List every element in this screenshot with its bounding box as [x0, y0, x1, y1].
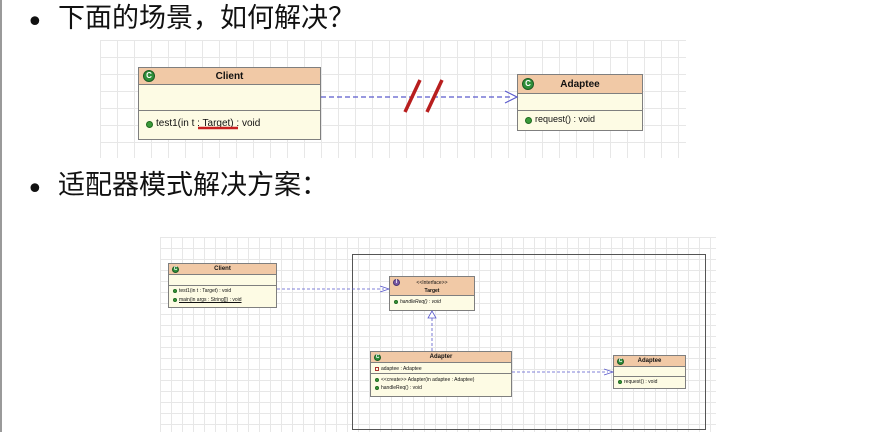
adapter-attributes: adaptee : Adaptee — [371, 363, 511, 374]
bullet-dot-1: • — [26, 5, 44, 40]
public-method-icon — [146, 121, 153, 128]
adapter-operations: <<create>> Adapter(in adaptee : Adaptee)… — [371, 374, 511, 396]
target-stereotype: <<Interface>> — [416, 280, 448, 286]
public-method-icon — [173, 289, 177, 293]
class-icon: C — [143, 70, 155, 82]
adaptee2-method: request() : void — [624, 379, 658, 385]
client2-method-main: main(in args : String[]) : void — [179, 297, 242, 303]
client2-operations: test1(in t : Target) : void main(in args… — [169, 286, 276, 307]
adapter-field: adaptee : Adaptee — [381, 366, 422, 372]
client2-attributes — [169, 275, 276, 286]
adaptee2-attributes — [614, 367, 685, 377]
adapter-constructor: <<create>> Adapter(in adaptee : Adaptee) — [381, 377, 475, 383]
adaptee2-class-name: Adaptee — [637, 358, 662, 364]
adapter-method: handleReq() : void — [381, 385, 422, 391]
client2-class-name: Client — [214, 266, 231, 272]
class-icon: C — [172, 266, 179, 273]
diagram2-adaptee-class: C Adaptee request() : void — [613, 355, 686, 389]
client-attributes — [139, 85, 320, 111]
diagram2-target-interface: I <<Interface>> Target handleReq() : voi… — [389, 276, 475, 311]
public-method-icon — [618, 380, 622, 384]
adapter-class-name: Adapter — [429, 354, 453, 360]
target-operations: handleReq() : void — [390, 296, 474, 310]
diagram2-canvas — [160, 237, 716, 432]
heading-problem: 下面的场景，如何解决？ — [58, 3, 355, 34]
public-method-icon — [375, 386, 379, 390]
client2-method-test1: test1(in t : Target) : void — [179, 288, 232, 294]
dependency-arrowhead — [504, 90, 519, 104]
diagram1-adaptee-class: C Adaptee request() : void — [517, 74, 643, 131]
constructor-icon — [375, 378, 379, 382]
class-icon: C — [374, 354, 381, 361]
static-method-icon — [173, 298, 177, 302]
public-method-icon — [525, 117, 532, 124]
abstract-method-icon — [394, 300, 398, 304]
association-arrowhead — [603, 368, 615, 376]
realization-arrowhead — [427, 310, 437, 319]
dependency-arrowhead — [379, 285, 391, 293]
heading-solution: 适配器模式解决方案： — [58, 170, 328, 201]
incompatible-slash-1 — [403, 79, 422, 113]
client-method: test1(in t : Target) : void — [156, 118, 261, 129]
target-interface-name: Target — [424, 288, 440, 294]
bullet-dot-2: • — [26, 172, 44, 207]
private-field-icon — [375, 367, 379, 371]
class-icon: C — [617, 358, 624, 365]
adaptee2-operations: request() : void — [614, 377, 685, 388]
adapter-pattern-frame — [352, 254, 706, 430]
adaptee-attributes — [518, 94, 642, 111]
incompatible-slash-2 — [425, 79, 444, 113]
client-operations: test1(in t : Target) : void — [139, 111, 320, 139]
adaptee-method: request() : void — [535, 114, 596, 124]
client-class-name: Client — [215, 71, 244, 82]
slide-left-border — [0, 0, 2, 432]
interface-icon: I — [393, 279, 400, 286]
diagram2-client-class: C Client test1(in t : Target) : void mai… — [168, 263, 277, 308]
class-icon: C — [522, 78, 534, 90]
adaptee-operations: request() : void — [518, 111, 642, 130]
target-method: handleReq() : void — [400, 299, 441, 305]
diagram2-adapter-class: C Adapter adaptee : Adaptee <<create>> A… — [370, 351, 512, 397]
adaptee-class-name: Adaptee — [560, 79, 600, 90]
